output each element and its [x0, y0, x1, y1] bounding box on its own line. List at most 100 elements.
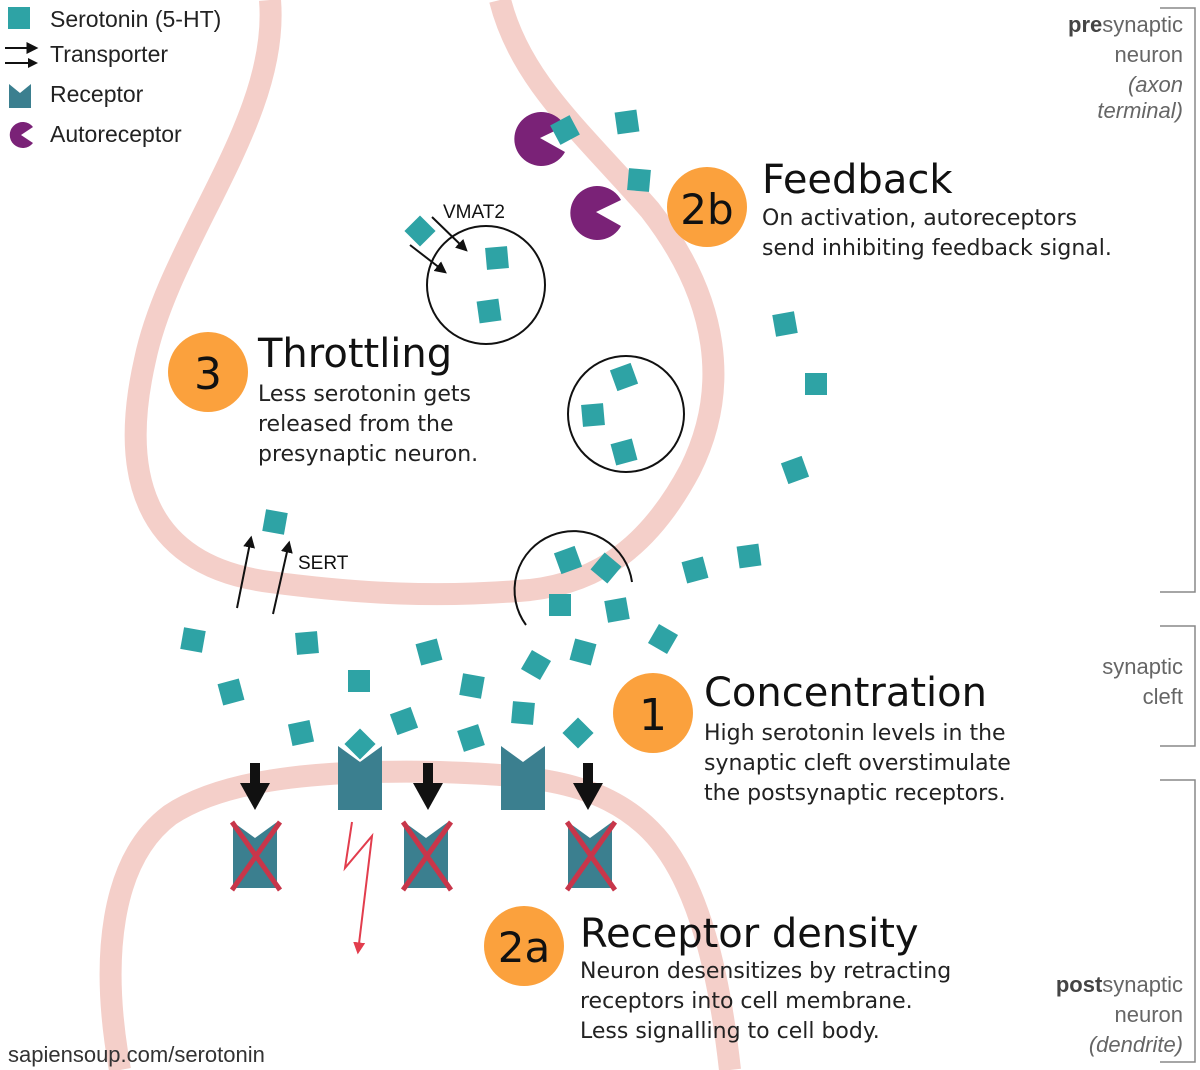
- serotonin-molecule: [562, 717, 594, 749]
- region-suffix: synaptic: [1102, 972, 1183, 997]
- region-line: cleft: [1143, 684, 1183, 709]
- step-concentration: 1 Concentration High serotonin levels in…: [613, 670, 1011, 806]
- region-italic-line: (axon: [1128, 72, 1183, 97]
- serotonin-molecule: [549, 594, 571, 616]
- legend-transporter-label: Transporter: [50, 41, 168, 67]
- signal-lightning: [343, 821, 374, 955]
- retracted-receptor: [564, 820, 618, 892]
- region-line: neuron: [1114, 42, 1183, 67]
- postsynaptic-label: postsynaptic neuron (dendrite): [1056, 972, 1183, 1057]
- step-text-line: High serotonin levels in the: [704, 721, 1006, 746]
- step-title: Concentration: [704, 670, 987, 716]
- postsynaptic-bracket: [1160, 779, 1196, 1063]
- serotonin-molecule: [511, 701, 535, 725]
- serotonin-molecule: [627, 168, 651, 192]
- serotonin-molecule: [553, 545, 583, 575]
- region-italic-line: (dendrite): [1089, 1032, 1183, 1057]
- step-text-line: receptors into cell membrane.: [580, 989, 913, 1014]
- step-badge: [168, 332, 248, 412]
- legend-serotonin-label: Serotonin (5-HT): [50, 6, 221, 32]
- transporter-legend-icon: [5, 42, 39, 68]
- serotonin-molecule: [389, 706, 419, 736]
- step-throttling: 3 Throttling Less serotonin gets release…: [168, 331, 478, 467]
- step-text-line: Neuron desensitizes by retracting: [580, 959, 951, 984]
- serotonin-molecule: [476, 298, 502, 324]
- step-title: Throttling: [257, 331, 452, 377]
- autoreceptor-lower: [570, 186, 621, 240]
- legend: Serotonin (5-HT) Transporter Receptor Au…: [5, 6, 221, 148]
- serotonin-molecule: [180, 627, 206, 653]
- retracted-receptor: [229, 820, 283, 892]
- receptor-bound: [338, 728, 382, 810]
- serotonin-molecule: [457, 724, 485, 752]
- serotonin-molecule: [348, 670, 370, 692]
- down-arrow: [240, 763, 270, 810]
- serotonin-molecule: [520, 649, 552, 681]
- region-suffix: synaptic: [1102, 12, 1183, 37]
- serotonin-molecule: [780, 455, 810, 485]
- step-badge: [667, 167, 747, 247]
- serotonin-molecule: [404, 215, 436, 247]
- step-text-line: Less serotonin gets: [258, 382, 471, 407]
- serotonin-molecule: [485, 246, 509, 270]
- region-italic-line: terminal): [1097, 98, 1183, 123]
- svg-text:postsynaptic: postsynaptic: [1056, 972, 1183, 997]
- cleft-bracket: [1160, 625, 1196, 747]
- region-line: synaptic: [1102, 654, 1183, 679]
- serotonin-molecule: [614, 109, 640, 135]
- region-bold-prefix: post: [1056, 972, 1103, 997]
- serotonin-molecule: [647, 623, 679, 655]
- serotonin-molecule: [459, 673, 485, 699]
- vesicle-releasing: [513, 530, 633, 626]
- serotonin-molecule: [569, 638, 597, 666]
- cleft-label: synaptic cleft: [1102, 654, 1183, 709]
- serotonin-molecule: [610, 438, 638, 466]
- serotonin-molecule: [287, 719, 315, 747]
- step-text-line: the postsynaptic receptors.: [704, 781, 1006, 806]
- serotonin-molecule: [609, 362, 639, 392]
- step-receptor-density: 2a Receptor density Neuron desensitizes …: [484, 906, 951, 1044]
- step-badge: [484, 906, 564, 986]
- serotonin-molecule: [604, 597, 630, 623]
- receptor-unbound: [501, 746, 545, 810]
- step-text-line: released from the: [258, 412, 453, 437]
- footer-credit: sapiensoup.com/serotonin: [8, 1042, 265, 1067]
- autoreceptor-legend-icon: [9, 122, 33, 148]
- sert-label: SERT: [298, 553, 349, 574]
- svg-text:presynaptic: presynaptic: [1068, 12, 1183, 37]
- region-bold-prefix: pre: [1068, 12, 1102, 37]
- legend-autoreceptor-label: Autoreceptor: [50, 121, 182, 147]
- step-badge: [613, 673, 693, 753]
- serotonin-molecule: [295, 631, 319, 655]
- sert-arrow-left: [236, 535, 256, 609]
- step-feedback: 2b Feedback On activation, autoreceptors…: [667, 157, 1112, 261]
- vmat2-label: VMAT2: [443, 202, 505, 223]
- vmat2-arrow-upper: [431, 216, 468, 252]
- serotonin-molecule: [590, 552, 622, 584]
- postsynaptic-membrane: [99, 760, 741, 1070]
- step-text-line: Less signalling to cell body.: [580, 1019, 880, 1044]
- presynaptic-label: presynaptic neuron (axon terminal): [1068, 12, 1183, 123]
- step-title: Receptor density: [580, 911, 919, 957]
- serotonin-molecule: [217, 678, 245, 706]
- sert-arrow-right: [272, 540, 293, 615]
- step-number: 1: [639, 690, 667, 741]
- serotonin-molecule: [681, 556, 709, 584]
- serotonin-molecule: [772, 311, 798, 337]
- step-text-line: send inhibiting feedback signal.: [762, 236, 1112, 261]
- step-number: 2b: [680, 185, 733, 234]
- vesicle-upper: [426, 225, 546, 345]
- step-number: 3: [194, 349, 222, 400]
- vmat2-arrow-lower: [409, 244, 447, 274]
- serotonin-molecules: [180, 109, 827, 752]
- region-line: neuron: [1114, 1002, 1183, 1027]
- serotonin-molecule: [581, 403, 605, 427]
- retraction-arrows: [240, 763, 603, 810]
- step-title: Feedback: [762, 157, 953, 203]
- presynaptic-bracket: [1160, 7, 1196, 593]
- step-text-line: presynaptic neuron.: [258, 442, 478, 467]
- serotonin-molecule: [262, 509, 288, 535]
- presynaptic-membrane: [124, 0, 725, 606]
- serotonin-legend-icon: [8, 7, 30, 29]
